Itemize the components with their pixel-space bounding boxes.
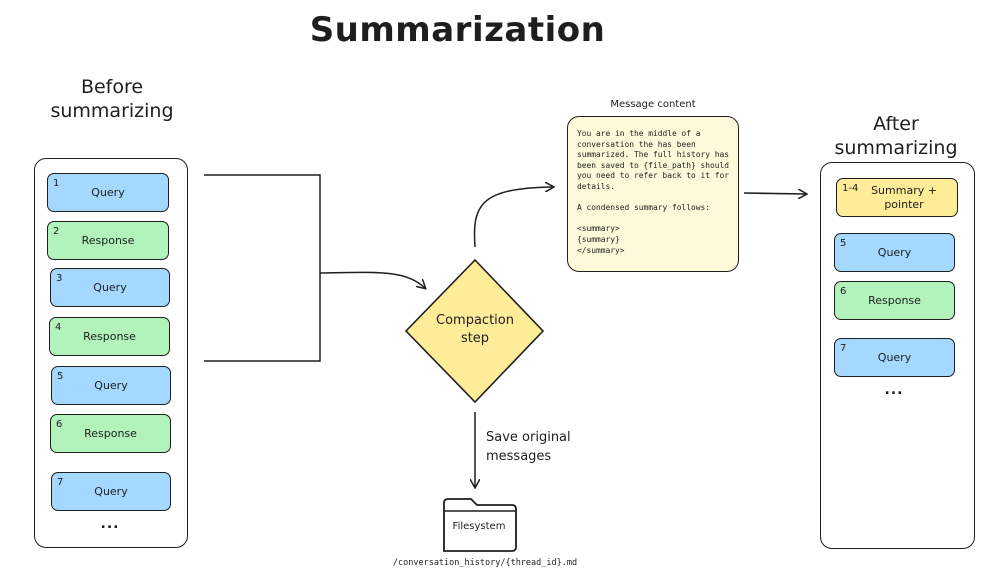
message-content-label: Message content	[610, 99, 696, 110]
save-label: Save original messages	[486, 430, 571, 464]
filesystem-path: /conversation_history/{thread_id}.md	[392, 558, 578, 568]
item-label: Query	[94, 484, 128, 498]
after-ellipsis: ...	[884, 382, 904, 398]
item-label: Response	[81, 233, 135, 247]
item-number: 1-4	[842, 183, 859, 194]
arrow-to-after	[743, 193, 806, 194]
item-number: 5	[840, 238, 847, 249]
item-number: 5	[57, 371, 64, 382]
item-label: Query	[93, 280, 127, 294]
item-label: Summary + pointer	[871, 183, 937, 211]
item-label: Query	[94, 378, 128, 392]
item-label: Query	[91, 185, 125, 199]
after-item-5: 5 Query	[834, 233, 955, 272]
filesystem-label: Filesystem	[452, 521, 506, 532]
item-number: 7	[840, 343, 847, 354]
item-number: 4	[55, 322, 62, 333]
after-item-7: 7 Query	[834, 338, 955, 377]
diagram-title: Summarization	[309, 10, 606, 50]
item-number: 3	[56, 273, 63, 284]
item-label: Response	[868, 293, 921, 307]
item-number: 7	[57, 477, 64, 488]
before-item-5: 5 Query	[51, 366, 171, 405]
before-item-6: 6 Response	[50, 414, 171, 453]
after-item-summary: 1-4 Summary + pointer	[836, 178, 958, 217]
item-number: 2	[53, 226, 60, 237]
arrow-to-message	[473, 187, 553, 248]
before-item-4: 4 Response	[49, 317, 170, 356]
before-label: Before summarizing	[50, 76, 174, 122]
before-item-3: 3 Query	[50, 268, 170, 307]
before-item-1: 1 Query	[47, 173, 169, 212]
before-item-7: 7 Query	[51, 472, 171, 511]
item-label: Query	[877, 350, 912, 364]
item-label: Query	[877, 245, 912, 259]
before-item-2: 2 Response	[47, 221, 169, 260]
item-label: Response	[83, 329, 136, 343]
item-number: 1	[53, 178, 60, 189]
message-content-box: You are in the middle of a conversation …	[567, 116, 739, 272]
item-label: Response	[84, 426, 137, 440]
compaction-label: Compaction step	[436, 313, 514, 346]
item-number: 6	[840, 286, 847, 297]
compaction-diamond	[404, 258, 545, 404]
item-number: 6	[56, 419, 63, 430]
arrow-to-compaction	[319, 271, 425, 288]
after-label: After summarizing	[834, 113, 958, 159]
folder-icon	[443, 498, 517, 552]
bracket-line	[204, 174, 321, 362]
after-item-6: 6 Response	[834, 281, 955, 320]
before-ellipsis: ...	[100, 516, 120, 532]
